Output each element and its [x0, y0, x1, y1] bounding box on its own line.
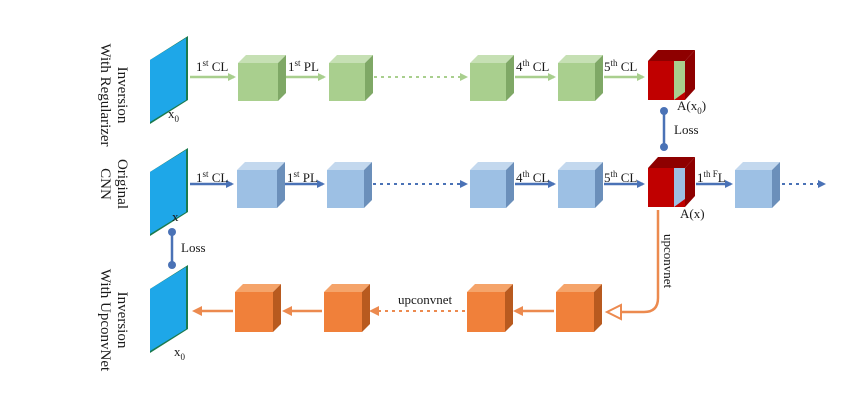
blue-cube-1	[237, 162, 285, 208]
input-image-middle	[150, 148, 188, 236]
feature-label-top: A(x0)	[677, 98, 706, 116]
green-cube-4	[558, 55, 603, 101]
loss-connector-upper	[660, 107, 668, 151]
top-edge-label-3: 4th CL	[516, 58, 549, 74]
blue-cube-4	[558, 162, 603, 208]
mid-edge-label-3: 4th CL	[516, 169, 549, 185]
upconv-return-arrow	[604, 210, 660, 321]
row-label-bottom-line1: Inversion	[114, 292, 130, 349]
top-edge-label-4: 5th CL	[604, 58, 637, 74]
blue-cube-2	[327, 162, 372, 208]
mid-edge-label-5: 1th FL	[697, 169, 726, 185]
row-label-top-line2: With Regularizer	[97, 43, 113, 146]
top-edge-label-2: 1st PL	[288, 58, 319, 74]
feature-cube-top	[648, 50, 695, 100]
orange-cube-4	[556, 284, 602, 332]
mid-edge-label-1: 1st CL	[196, 169, 228, 185]
top-edge-label-1: 1st CL	[196, 58, 228, 74]
upconv-label-horizontal: upconvnet	[398, 292, 453, 307]
input-label-middle: x	[172, 209, 179, 224]
row-label-top-line1: Inversion	[114, 67, 130, 124]
row-label-middle-line2: CNN	[97, 168, 113, 200]
row-label-bottom-line2: With UpconvNet	[97, 269, 113, 372]
upconv-label-vertical: upconvnet	[661, 234, 676, 289]
loss-label-lower: Loss	[181, 240, 206, 255]
green-cube-1	[238, 55, 286, 101]
orange-cube-3	[467, 284, 513, 332]
orange-cube-2	[324, 284, 370, 332]
mid-edge-label-2: 1st PL	[287, 169, 318, 185]
orange-cube-1	[235, 284, 281, 332]
green-cube-3	[470, 55, 514, 101]
row-label-top: Inversion With Regularizer	[97, 43, 130, 146]
loss-connector-lower	[168, 228, 176, 269]
input-label-bottom: x0	[174, 344, 186, 362]
feature-label-middle: A(x)	[680, 206, 705, 221]
input-image-top	[150, 36, 188, 124]
row-label-middle-line1: Original	[114, 159, 130, 209]
input-image-bottom	[150, 265, 188, 353]
blue-cube-5	[735, 162, 780, 208]
row-label-bottom: Inversion With UpconvNet	[97, 269, 130, 372]
input-label-top: x0	[168, 106, 180, 124]
mid-edge-label-4: 5th CL	[604, 169, 637, 185]
blue-cube-3	[470, 162, 514, 208]
green-cube-2	[329, 55, 373, 101]
row-label-middle: Original CNN	[97, 159, 130, 209]
feature-cube-middle	[648, 157, 695, 207]
loss-label-upper: Loss	[674, 122, 699, 137]
